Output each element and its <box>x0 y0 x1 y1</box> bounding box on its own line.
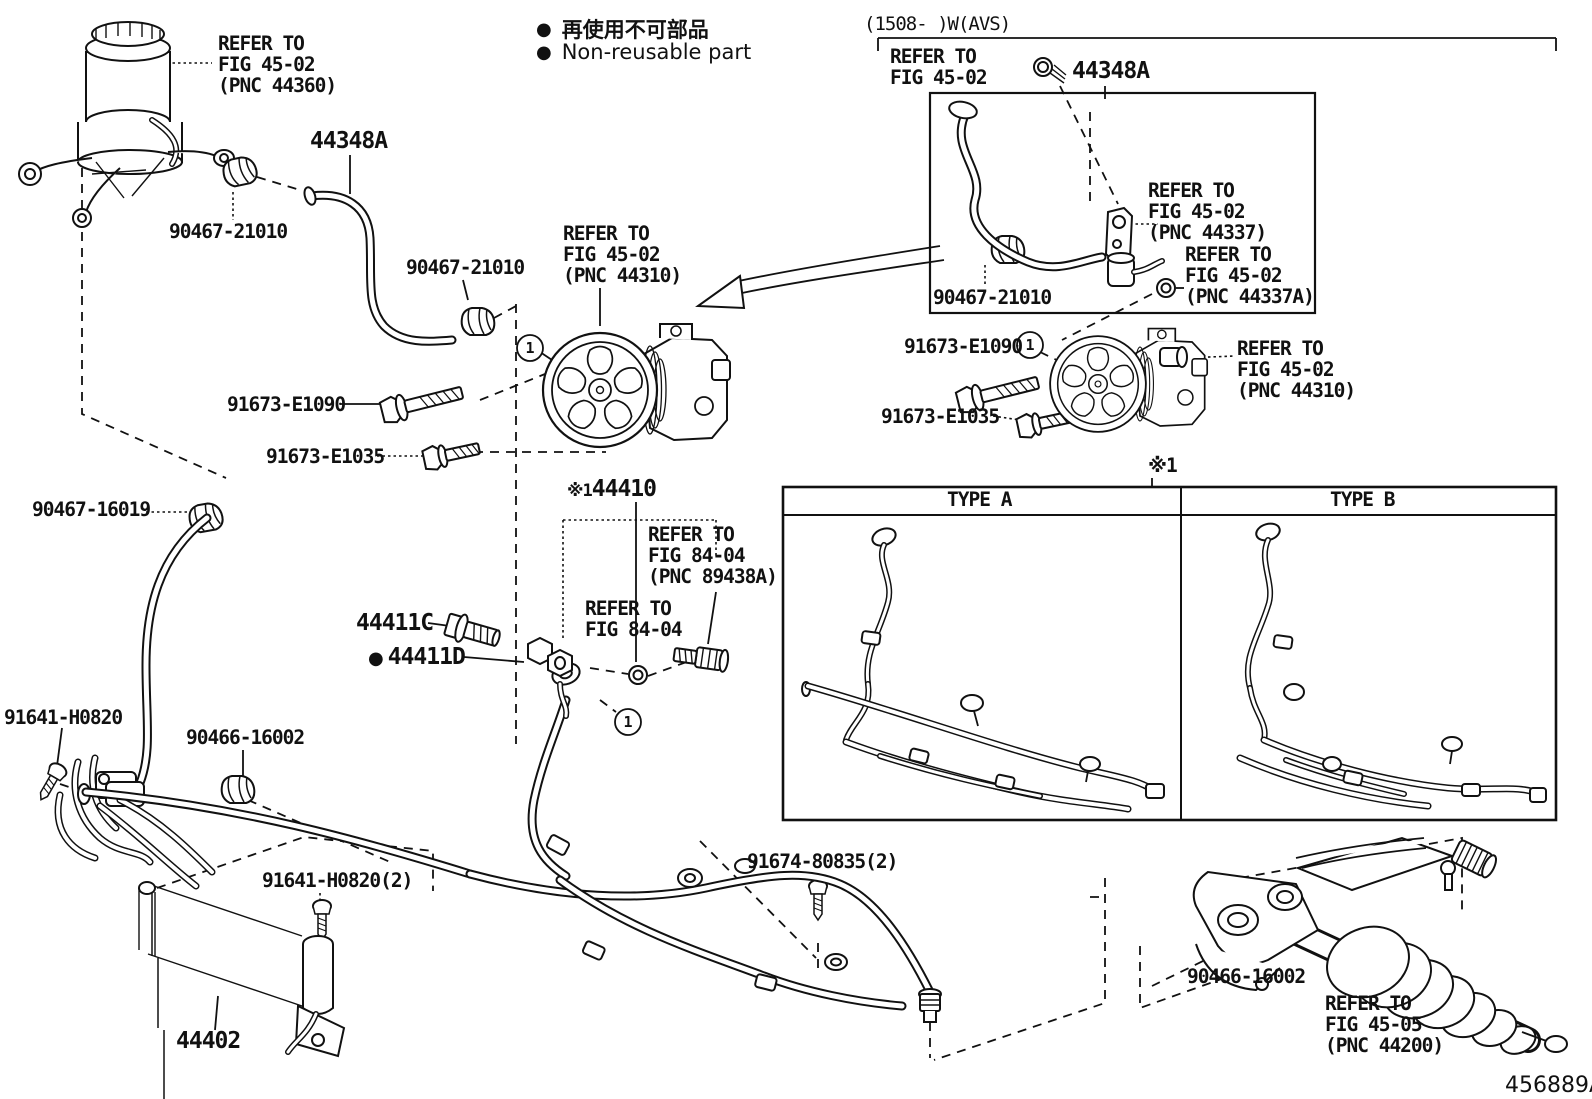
bullet-icon: ● <box>536 18 552 40</box>
avs-top-bolt-icon <box>1033 57 1067 84</box>
union-bolt-44411c-drawing <box>443 612 501 647</box>
label-pump-ref-center: REFER TO FIG 45-02 (PNC 44310) <box>563 222 682 288</box>
type-table <box>781 485 1558 822</box>
label-union-ref-8404: REFER TO FIG 84-04 <box>585 597 683 642</box>
union-89438a-drawing <box>672 646 730 673</box>
label-tube-44410: ※144410 <box>567 476 657 502</box>
bolt-91674-80835-drawing <box>808 879 828 921</box>
variant-bracket <box>877 37 1557 51</box>
label-reservoir-ref: REFER TO FIG 45-02 (PNC 44360) <box>218 32 337 98</box>
avs-hose-drawing <box>948 100 1176 298</box>
label-screw-91641-h0820: 91641-H0820 <box>4 706 123 729</box>
legend-en-text: Non-reusable part <box>561 40 752 64</box>
screw-91641-h0820-2-drawing <box>312 899 332 941</box>
cooler-hoses-drawing <box>54 754 216 890</box>
label-clamp-90466-16002-right: 90466-16002 <box>1187 965 1306 988</box>
clamp-90467-21010-b-drawing <box>460 307 496 336</box>
screw-91641-h0820-drawing <box>32 759 70 806</box>
label-clamp-90467-21010-b: 90467-21010 <box>406 256 525 279</box>
label-bolt-91673-e1090-left: 91673-E1090 <box>227 393 346 416</box>
avs-detail-box <box>928 91 1317 315</box>
label-bolt-44411c: 44411C <box>356 610 434 636</box>
pump-right-drawing <box>1049 327 1209 433</box>
gasket-44411d-drawing <box>527 636 573 678</box>
table-header-type-a: TYPE A <box>947 488 1012 511</box>
label-clamp-90467-21010-a: 90467-21010 <box>169 220 288 243</box>
oring-drawing <box>628 665 648 685</box>
label-tube-44410-prefix: ※1 <box>567 481 593 501</box>
label-union-ref-89438a: REFER TO FIG 84-04 (PNC 89438A) <box>648 523 778 589</box>
table-header-type-b: TYPE B <box>1330 488 1395 511</box>
label-bolt-91673-e1090-right: 91673-E1090 <box>904 335 1023 358</box>
svg-text:1: 1 <box>525 339 534 357</box>
bolt-91673-e1035-left-drawing <box>420 435 483 473</box>
svg-text:1: 1 <box>623 713 632 731</box>
type-a-hoses-drawing <box>801 527 1165 813</box>
label-oring-ref-44337a: REFER TO FIG 45-02 (PNC 44337A) <box>1185 243 1315 309</box>
label-variant-header: (1508- )W(AVS) <box>864 13 1011 35</box>
callout-1-left: 1 <box>516 334 544 362</box>
legend-non-reusable-jp: ● 再使用不可部品 <box>536 14 709 44</box>
bullet-icon: ● <box>536 41 552 63</box>
legend-jp-text: 再使用不可部品 <box>561 18 709 42</box>
callout-1-right: 1 <box>1016 331 1044 359</box>
label-rack-ref: REFER TO FIG 45-05 (PNC 44200) <box>1325 992 1444 1058</box>
label-ref-mark: ※1 <box>1148 454 1178 477</box>
bolt-91673-e1090-left-drawing <box>378 378 467 427</box>
pump-right-fitting <box>1159 346 1188 368</box>
reservoir-drawing <box>18 21 235 228</box>
steering-rack-drawing <box>1192 836 1568 1055</box>
label-clamp-90467-16019: 90467-16019 <box>32 498 151 521</box>
label-tube-44410-number: 44410 <box>591 476 657 502</box>
label-gasket-44411d-number: 44411D <box>387 644 466 670</box>
label-bolt-91673-e1035-left: 91673-E1035 <box>266 445 385 468</box>
label-gasket-44411d: ●44411D <box>368 644 466 670</box>
pump-center-drawing <box>541 322 732 449</box>
label-bracket-ref-44337: REFER TO FIG 45-02 (PNC 44337) <box>1148 179 1267 245</box>
legend-non-reusable-en: ● Non-reusable part <box>536 40 751 64</box>
label-clamp-90467-21010-c: 90467-21010 <box>933 286 1052 309</box>
clamp-90466-16002-left-drawing <box>220 775 256 804</box>
label-bolt-91673-e1035-right: 91673-E1035 <box>881 405 1000 428</box>
drawing-number: 456889A <box>1505 1073 1592 1098</box>
label-bolt-91674-80835: 91674-80835(2) <box>747 850 898 873</box>
label-hose-44348a-left: 44348A <box>310 128 388 154</box>
type-b-hoses-drawing <box>1236 522 1547 810</box>
label-avs-pump-ref: REFER TO FIG 45-02 <box>890 45 988 90</box>
label-clamp-90466-16002-left: 90466-16002 <box>186 726 305 749</box>
label-hose-44348a-right: 44348A <box>1072 58 1150 84</box>
direction-arrow <box>695 245 945 310</box>
svg-text:1: 1 <box>1025 336 1034 354</box>
label-pump-ref-right: REFER TO FIG 45-02 (PNC 44310) <box>1237 337 1356 403</box>
tube-assy-44410-drawing <box>77 662 942 1023</box>
callout-1-center: 1 <box>614 708 642 736</box>
label-cooler-44402: 44402 <box>176 1028 241 1054</box>
hose-44348a-left-drawing <box>303 186 457 346</box>
return-hose-drawing <box>135 513 212 788</box>
cooler-44402-drawing <box>138 881 346 1099</box>
label-screw-91641-h0820-2: 91641-H0820(2) <box>262 869 413 892</box>
bullet-icon: ● <box>368 648 384 669</box>
